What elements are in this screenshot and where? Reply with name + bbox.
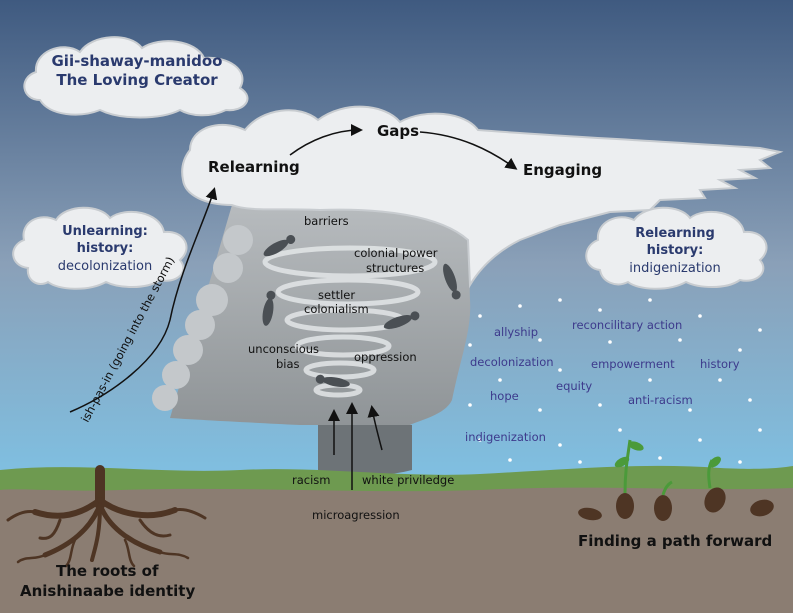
force-white-priviledge: white priviledge bbox=[362, 473, 455, 487]
word-equity: equity bbox=[556, 379, 593, 393]
storm-bias-line1: unconscious bbox=[248, 342, 320, 356]
word-decolonization: decolonization bbox=[470, 355, 554, 369]
arrow-white-priviledge bbox=[367, 405, 383, 451]
storm-settler-line2: colonialism bbox=[304, 302, 369, 316]
flow-gaps: Gaps bbox=[377, 122, 420, 140]
storm-settler-line1: settler bbox=[318, 288, 356, 302]
arrow-storm-path bbox=[69, 187, 218, 413]
storm-bias-line2: bias bbox=[276, 357, 300, 371]
force-microagression: microagression bbox=[312, 508, 400, 522]
storm-colonial-line2: structures bbox=[366, 261, 425, 275]
right-cloud bbox=[585, 206, 768, 290]
seeds-and-sprouts bbox=[578, 439, 774, 521]
word-reconcilitary-action: reconcilitary action bbox=[572, 318, 683, 332]
left-cloud-line2: history: bbox=[76, 241, 134, 256]
left-cloud bbox=[12, 206, 188, 290]
right-cloud-line2: history: bbox=[646, 243, 704, 258]
anvil-cloud bbox=[181, 105, 784, 289]
storm-left-puffs bbox=[152, 225, 253, 411]
force-racism: racism bbox=[292, 473, 331, 487]
word-history: history bbox=[700, 357, 740, 371]
grass bbox=[0, 465, 793, 492]
roots-label-line1: The roots of bbox=[56, 562, 159, 580]
path-forward-label: Finding a path forward bbox=[578, 532, 773, 550]
arrow-relearning-to-gaps bbox=[289, 124, 363, 156]
roots bbox=[6, 465, 207, 568]
left-cloud-line1: Unlearning: bbox=[62, 224, 148, 239]
flow-relearning: Relearning bbox=[208, 158, 300, 176]
word-anti-racism: anti-racism bbox=[628, 393, 693, 407]
arrow-gaps-to-engaging bbox=[419, 131, 518, 170]
creator-cloud bbox=[23, 36, 249, 119]
word-indigenization: indigenization bbox=[465, 430, 546, 444]
word-allyship: allyship bbox=[494, 325, 539, 339]
flow-arrows bbox=[69, 124, 518, 490]
flow-engaging: Engaging bbox=[523, 161, 603, 179]
right-cloud-line3: indigenization bbox=[629, 261, 721, 276]
sparkle-dots bbox=[468, 298, 762, 464]
storm-colonial-line1: colonial power bbox=[354, 246, 438, 260]
creator-title-line1: Gii-shaway-manidoo bbox=[51, 52, 223, 70]
word-hope: hope bbox=[490, 389, 519, 403]
storm-barriers: barriers bbox=[304, 214, 349, 228]
storm-oppression: oppression bbox=[354, 350, 417, 364]
tumbling-figures bbox=[262, 235, 461, 388]
creator-title-line2: The Loving Creator bbox=[56, 71, 218, 89]
roots-label-line2: Anishinaabe identity bbox=[20, 582, 196, 600]
word-empowerment: empowerment bbox=[591, 357, 675, 371]
left-cloud-line3: decolonization bbox=[57, 259, 153, 274]
right-cloud-line1: Relearning bbox=[635, 226, 715, 241]
storm-trunk bbox=[318, 425, 412, 476]
